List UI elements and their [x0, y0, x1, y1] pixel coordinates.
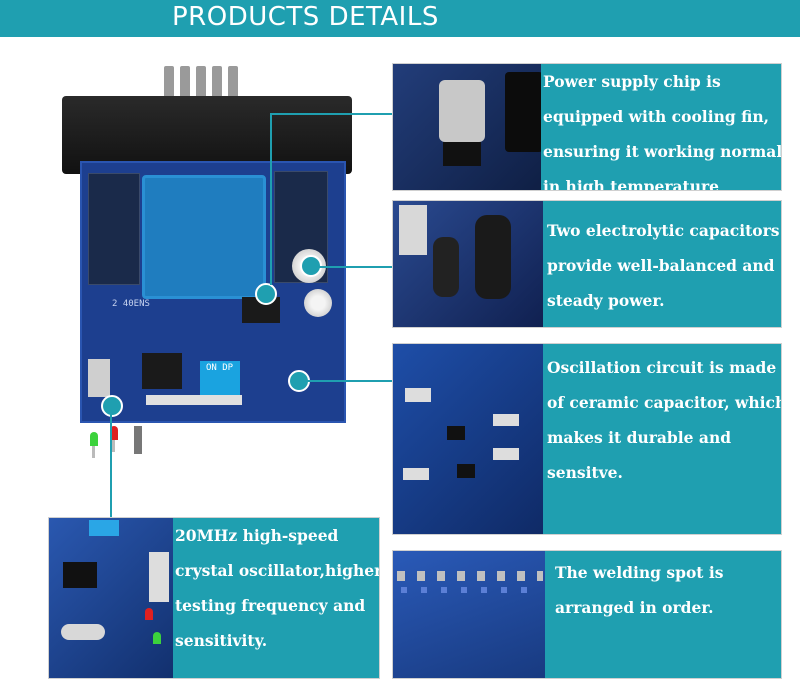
red-led — [110, 426, 118, 440]
detail-panel-crystal: 20MHz high-speed crystal oscillator,high… — [48, 517, 380, 679]
oscillation-closeup — [393, 344, 545, 534]
silkscreen-text: 2 40ENS — [112, 299, 150, 309]
detail-text-capacitors: Two electrolytic capacitors provide well… — [543, 201, 781, 327]
power-chip-closeup — [393, 64, 543, 190]
connector-pins — [164, 66, 244, 104]
header-connector — [146, 395, 242, 405]
dip-label: ON DP — [206, 363, 234, 373]
ic-chip — [142, 353, 182, 389]
transformer — [142, 175, 266, 299]
green-led — [90, 432, 98, 446]
callout-dot-crystal — [101, 395, 123, 417]
page-title: PRODUCTS DETAILS — [172, 2, 439, 32]
detail-panel-oscillation: Oscillation circuit is made of ceramic c… — [392, 343, 782, 535]
detail-text-welding: The welding spot is arranged in order. — [545, 551, 781, 678]
electrolytic-capacitor — [304, 289, 332, 317]
switch-lever — [134, 426, 142, 454]
header-bar: PRODUCTS DETAILS — [0, 0, 800, 37]
welding-closeup — [393, 551, 547, 678]
circuit-board: ON DP 2 40ENS — [80, 161, 346, 423]
detail-panel-capacitors: Two electrolytic capacitors provide well… — [392, 200, 782, 328]
product-board-image: ON DP 2 40ENS — [62, 66, 352, 466]
detail-panel-power-chip: Power supply chip is equipped with cooli… — [392, 63, 782, 191]
callout-dot-power-chip — [255, 283, 277, 305]
crystal-oscillator — [88, 359, 110, 397]
detail-text-power-chip: Power supply chip is equipped with cooli… — [541, 64, 781, 190]
capacitors-closeup — [393, 201, 545, 327]
dip-switch — [200, 361, 240, 395]
detail-text-crystal: 20MHz high-speed crystal oscillator,high… — [173, 518, 379, 678]
relay-left — [88, 173, 140, 285]
detail-text-oscillation: Oscillation circuit is made of ceramic c… — [543, 344, 781, 534]
crystal-closeup — [49, 518, 173, 678]
detail-panel-welding: The welding spot is arranged in order. — [392, 550, 782, 679]
